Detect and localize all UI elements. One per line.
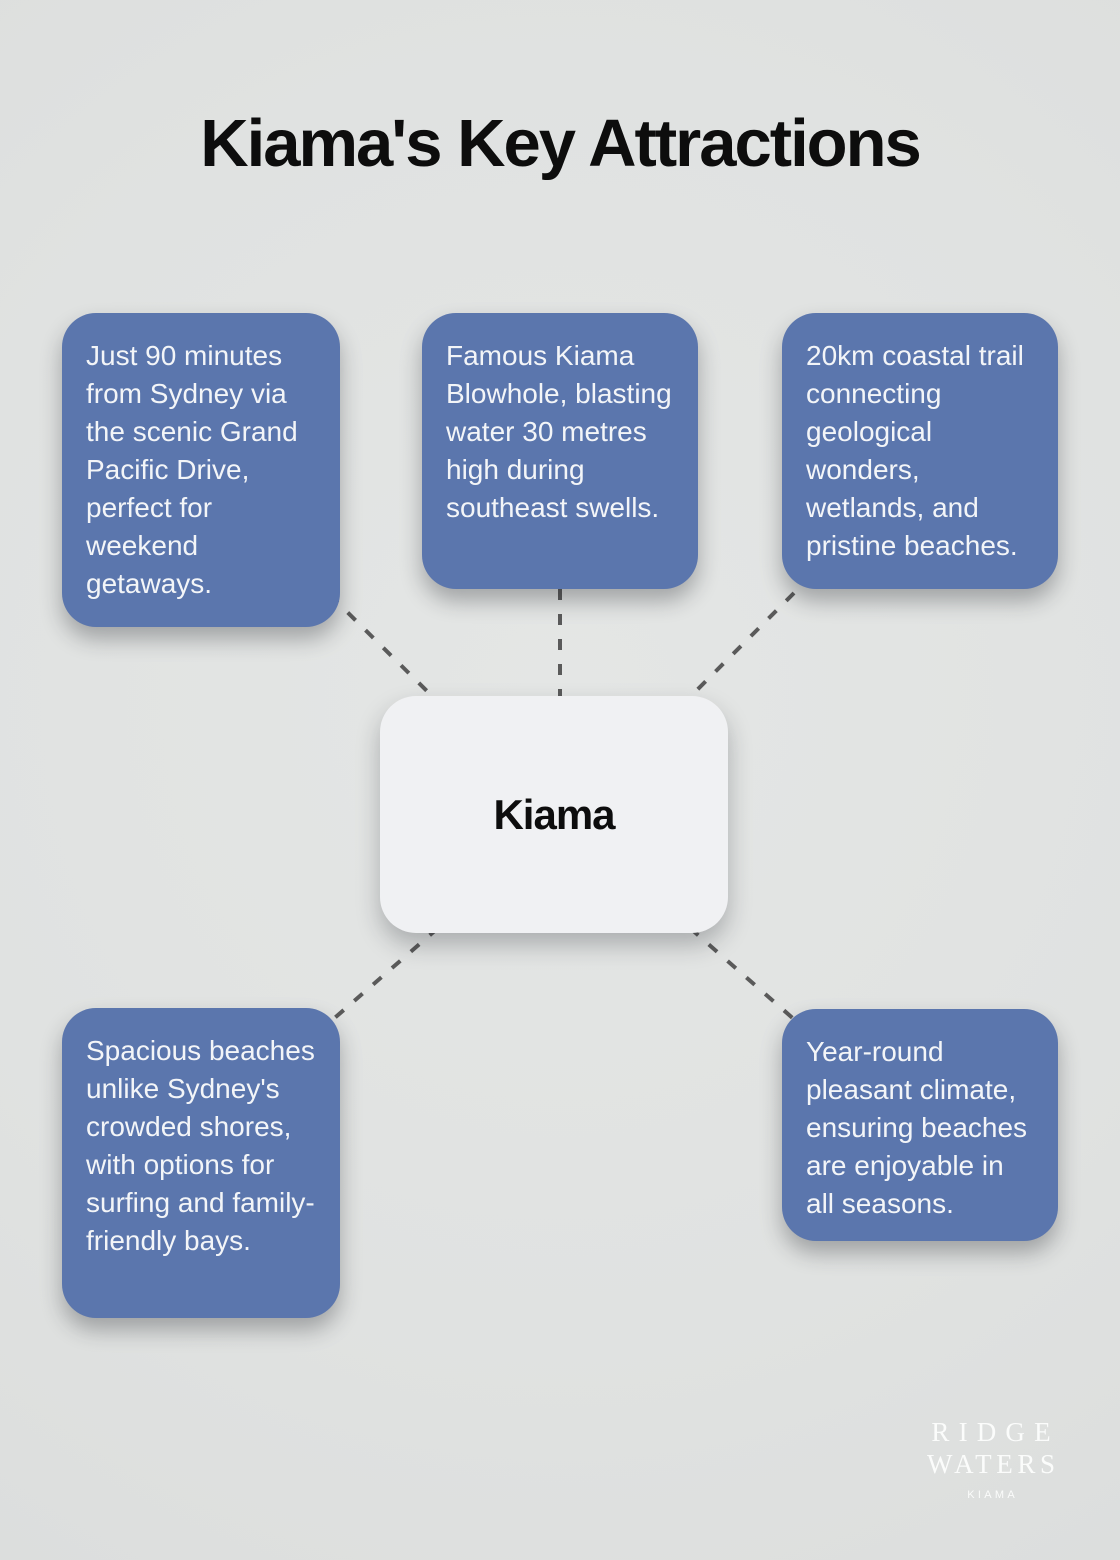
brand-logo: RIDGE WATERS KIAMA [880, 1416, 1102, 1501]
node-bottom-left: Spacious beaches unlike Sydney's crowded… [62, 1008, 340, 1318]
connector-bottom-left [328, 926, 440, 1024]
brand-logo-line2: WATERS [927, 1449, 1060, 1479]
node-top-right: 20km coastal trail connecting geological… [782, 313, 1058, 589]
node-bottom-left-text: Spacious beaches unlike Sydney's crowded… [86, 1035, 315, 1256]
brand-logo-subtext: KIAMA [967, 1489, 1019, 1501]
node-bottom-right-text: Year-round pleasant climate, ensuring be… [806, 1036, 1028, 1219]
node-top-left-text: Just 90 minutes from Sydney via the scen… [86, 340, 298, 599]
node-top-right-text: 20km coastal trail connecting geological… [806, 340, 1024, 561]
center-node-label: Kiama [493, 790, 615, 838]
connector-top-right [683, 591, 796, 704]
center-node: Kiama [380, 696, 728, 933]
brand-logo-line1: RIDGE [931, 1417, 1060, 1447]
node-top-middle: Famous Kiama Blowhole, blasting water 30… [422, 313, 698, 589]
page-title: Kiama's Key Attractions [200, 106, 922, 181]
node-top-middle-text: Famous Kiama Blowhole, blasting water 30… [446, 340, 672, 523]
connector-top-left [328, 593, 440, 704]
node-top-left: Just 90 minutes from Sydney via the scen… [62, 313, 340, 627]
node-bottom-right: Year-round pleasant climate, ensuring be… [782, 1009, 1058, 1241]
connector-bottom-right [688, 926, 798, 1023]
